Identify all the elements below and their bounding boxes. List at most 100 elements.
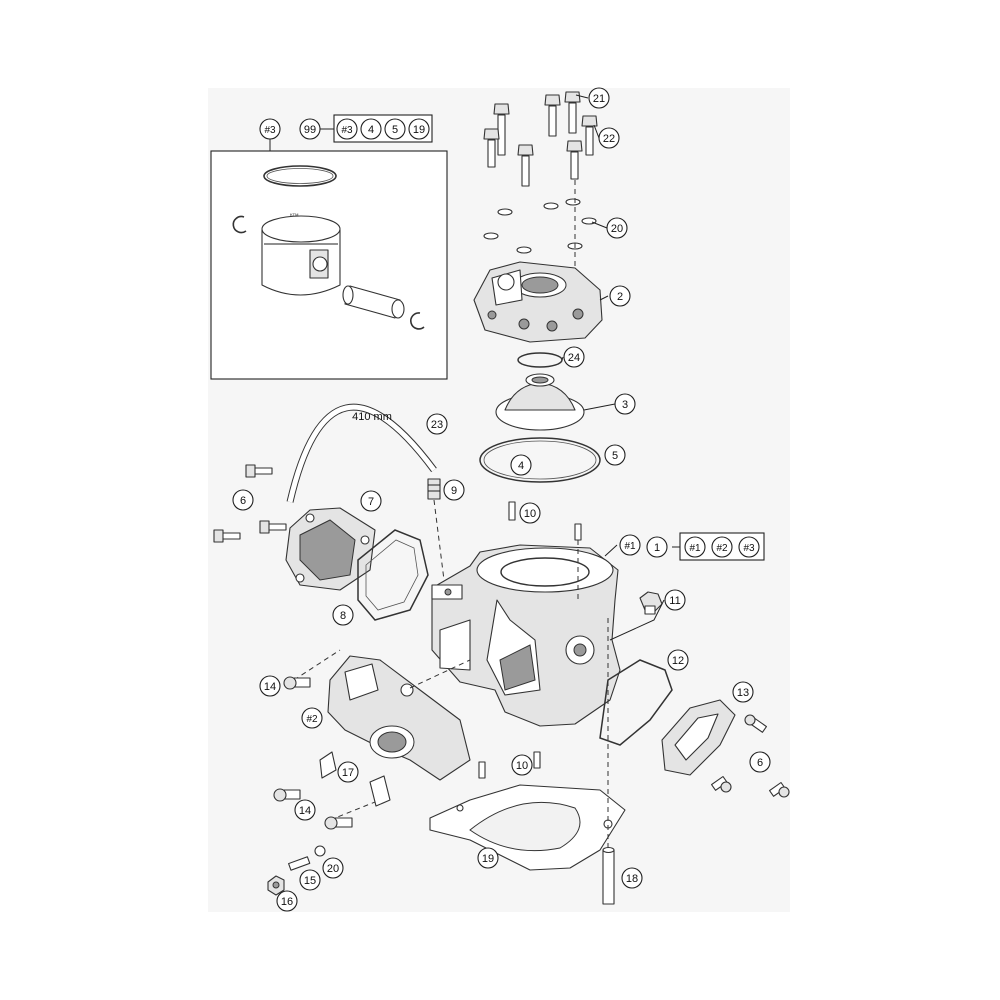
svg-text:23: 23	[431, 419, 443, 431]
svg-text:18: 18	[626, 873, 638, 885]
head-o-rings	[479, 437, 601, 483]
svg-text:21: 21	[593, 93, 605, 105]
callout-9: 9	[443, 479, 465, 501]
svg-text:8: 8	[340, 610, 346, 622]
callout-16: 16	[276, 890, 298, 912]
svg-text:#3: #3	[341, 125, 353, 136]
svg-text:5: 5	[392, 124, 398, 136]
piston-ring	[263, 165, 337, 187]
callout-20-bottom: 20	[322, 857, 344, 879]
svg-text:20: 20	[327, 863, 339, 875]
callout-22: 22	[598, 127, 620, 149]
cylinder-head-bolts	[483, 91, 598, 187]
svg-text:3: 3	[622, 399, 628, 411]
svg-text:6: 6	[240, 495, 246, 507]
callout-h1: #1	[619, 534, 641, 556]
callout-20-top: 20	[606, 217, 628, 239]
hose-nipple	[427, 478, 441, 500]
svg-text:14: 14	[264, 681, 276, 693]
flange-bolts	[273, 676, 353, 830]
svg-text:13: 13	[737, 687, 749, 699]
callout-99: 99	[304, 124, 316, 136]
callout-11: 11	[664, 589, 686, 611]
head-bolt-washers	[483, 198, 597, 254]
piston-pin	[342, 285, 405, 319]
svg-text:19: 19	[413, 124, 425, 136]
callout-15: 15	[299, 869, 321, 891]
callout-21: 21	[588, 87, 610, 109]
svg-text:9: 9	[451, 485, 457, 497]
combustion-chamber-insert	[495, 373, 585, 431]
callout-10-bottom: 10	[511, 754, 533, 776]
callout-18: 18	[621, 867, 643, 889]
callout-1: 1	[654, 542, 660, 554]
callout-h2: #2	[301, 707, 323, 729]
reed-valve-cover	[285, 507, 376, 591]
callout-3: 3	[614, 393, 636, 415]
callout-6-left: 6	[232, 489, 254, 511]
callout-7: 7	[360, 490, 382, 512]
exhaust-cover-bolts	[710, 714, 790, 798]
callout-14-bottom: 14	[294, 799, 316, 821]
cylinder-head	[473, 261, 603, 343]
callout-6-right: 6	[749, 751, 771, 773]
kit-1-callout: 1 #1 #2 #3	[646, 532, 765, 561]
svg-text:#2: #2	[306, 714, 318, 725]
svg-text:24: 24	[568, 352, 580, 364]
callout-5: 5	[604, 444, 626, 466]
exhaust-flange	[327, 655, 471, 781]
svg-text:19: 19	[482, 853, 494, 865]
flange-nut	[267, 875, 285, 896]
svg-text:#3: #3	[743, 543, 755, 554]
svg-text:5: 5	[612, 450, 618, 462]
cylinder	[431, 544, 621, 727]
svg-text:10: 10	[524, 508, 536, 520]
svg-text:17: 17	[342, 767, 354, 779]
callout-10-top: 10	[519, 502, 541, 524]
svg-text:#1: #1	[689, 543, 701, 554]
callout-13: 13	[732, 681, 754, 703]
reed-valve-gasket	[357, 529, 429, 621]
bleed-hose	[286, 403, 437, 503]
svg-text:15: 15	[304, 875, 316, 887]
svg-text:20: 20	[611, 223, 623, 235]
svg-text:4: 4	[368, 124, 374, 136]
dowel-pins	[478, 501, 582, 779]
callout-17: 17	[337, 761, 359, 783]
piston-pin-circlips	[232, 215, 425, 330]
kit-99-callout: 99 #3 4 5 19	[299, 114, 433, 143]
svg-text:12: 12	[672, 655, 684, 667]
head-o-ring	[517, 352, 563, 368]
reed-cover-bolts	[213, 464, 287, 543]
svg-text:6: 6	[757, 757, 763, 769]
svg-text:#1: #1	[624, 541, 636, 552]
callout-12: 12	[667, 649, 689, 671]
svg-text:10: 10	[516, 760, 528, 772]
svg-text:2: 2	[617, 291, 623, 303]
svg-text:#2: #2	[716, 543, 728, 554]
callout-19: 19	[477, 847, 499, 869]
callout-8: 8	[332, 604, 354, 626]
piston: KTM	[261, 212, 341, 296]
callout-h3: #3	[259, 118, 281, 140]
svg-text:22: 22	[603, 133, 615, 145]
svg-text:KTM: KTM	[290, 212, 298, 217]
svg-text:14: 14	[299, 805, 311, 817]
callout-2: 2	[609, 285, 631, 307]
flange-washer	[314, 845, 326, 857]
callout-24: 24	[563, 346, 585, 368]
cylinder-stud	[602, 846, 615, 905]
svg-text:16: 16	[281, 896, 293, 908]
exhaust-cover	[661, 699, 736, 776]
stud-bolt	[288, 856, 311, 871]
callout-4: 4	[510, 454, 532, 476]
svg-text:4: 4	[518, 460, 524, 472]
svg-text:11: 11	[669, 595, 680, 607]
exhaust-cover-gasket	[599, 659, 673, 746]
callout-14-top: 14	[259, 675, 281, 697]
svg-text:7: 7	[368, 496, 374, 508]
hose-length-label: 410 mm	[352, 411, 392, 423]
cylinder-base-gasket	[429, 784, 626, 871]
callout-23: 23	[426, 413, 448, 435]
